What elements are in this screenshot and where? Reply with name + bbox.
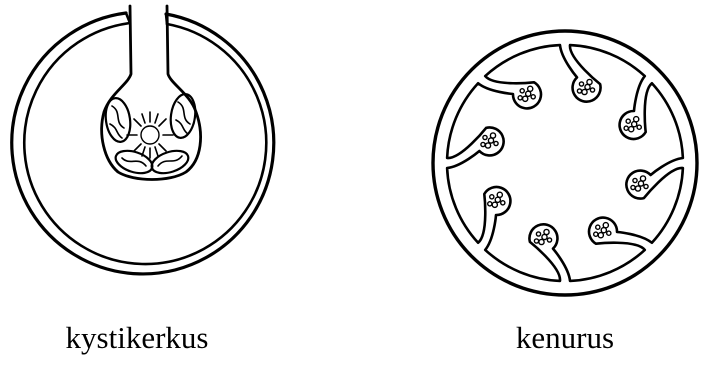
coenurus-protoscolex [534,229,551,244]
protoscolex-sucker-dot [536,232,540,236]
coenurus-protoscolex [577,79,594,94]
protoscolex-sucker-dot [626,119,630,123]
protoscolex-sucker-dot [547,238,551,242]
protoscolex-sucker-dot [495,197,500,202]
protoscolex-sucker-dot [539,239,544,244]
protoscolex-sucker-dot [518,96,522,100]
coenurus-protoscolex [624,117,641,132]
protoscolex-sucker-dot [485,143,490,148]
coenurus-caption: kenurus [516,322,614,353]
protoscolex-sucker-dot [490,195,494,199]
protoscolex-sucker-dot [531,95,535,99]
protoscolex-sucker-dot [501,201,505,205]
coenurus-protoscolex [488,192,505,207]
protoscolex-sucker-dot [633,178,637,182]
protoscolex-sucker-dot [607,231,611,235]
cysticercus-inner-wall [24,23,266,264]
protoscolex-sucker-dot [632,122,637,127]
protoscolex-sucker-dot [638,181,643,186]
protoscolex-sucker-dot [534,239,538,243]
coenurus-protoscolices [481,79,648,244]
protoscolex-sucker-dot [494,141,498,145]
protoscolex-sucker-dot [542,234,547,239]
coenurus-protoscolex [594,223,611,238]
protoscolex-sucker-dot [590,88,594,92]
protoscolex-sucker-dot [624,126,628,130]
protoscolex-sucker-dot [629,127,634,132]
coenurus-figure [433,31,697,295]
protoscolex-sucker-dot [585,84,590,89]
coenurus-protoscolex [481,133,498,148]
protoscolex-sucker-dot [520,89,524,93]
cysticercus-caption: kystikerkus [66,322,209,353]
coenurus-protoscolex [631,176,648,191]
cysticercus-rostellum-hooks [127,112,173,158]
protoscolex-sucker-dot [598,233,603,238]
protoscolex-sucker-dot [523,96,528,101]
protoscolex-sucker-dot [579,82,583,86]
coenurus-inner-wall [447,45,683,281]
protoscolex-sucker-dot [631,185,635,189]
protoscolex-sucker-dot [601,228,606,233]
protoscolex-sucker-dot [488,138,493,143]
protoscolex-sucker-dot [596,225,600,229]
protoscolex-sucker-dot [637,125,641,129]
protoscolex-sucker-dot [488,202,492,206]
coenurus-protoscolex [518,86,535,101]
protoscolex-sucker-dot [483,135,487,139]
cysticercus-outer-wall [12,13,274,274]
protoscolex-sucker-dot [644,184,648,188]
cysticercus-figure [12,6,274,274]
protoscolex-sucker-dot [481,142,485,146]
cysticercus-sucker [168,93,198,140]
protoscolex-sucker-dot [594,232,598,236]
coenurus-outer-wall [433,31,697,295]
protoscolex-sucker-dot [577,89,581,93]
cysticercus-sucker [103,97,133,144]
protoscolex-sucker-dot [526,91,531,96]
protoscolex-sucker-dot [492,202,497,207]
protoscolex-sucker-dot [635,186,640,191]
protoscolex-sucker-dot [582,89,587,94]
